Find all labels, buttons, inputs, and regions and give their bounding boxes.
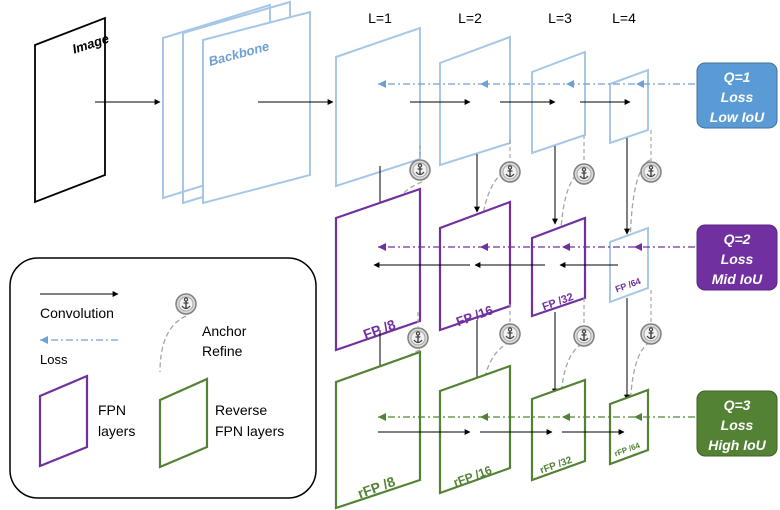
legend-loss-arrowhead (40, 336, 48, 344)
rfpn-plane-8 (334, 350, 422, 510)
q2-loss-box: Q=2 Loss Mid IoU (696, 224, 778, 291)
loss-arrowhead (378, 243, 386, 251)
anchor-refine-curve (629, 159, 651, 259)
feature-plane-l3 (531, 50, 586, 155)
loss-arrowhead (566, 80, 574, 88)
legend-anchor-curve (159, 315, 187, 373)
rfpn-planes: rFP /8 rFP /16 rFP /32 rFP /64 (334, 350, 650, 510)
anchor-icon (407, 327, 429, 349)
anchor-refine-curve (629, 341, 651, 421)
q2-label: Q=2 (724, 231, 751, 247)
q3-loss-label: Loss (721, 417, 754, 433)
loss-arrowhead (634, 243, 642, 251)
backbone-planes: Backbone (162, 0, 311, 205)
anchor-icon (640, 323, 662, 345)
q1-iou-label: Low IoU (710, 109, 765, 125)
feature-plane-l2 (439, 35, 511, 167)
loss-arrowhead (378, 413, 386, 421)
rfpn-plane-16 (438, 364, 512, 495)
loss-arrowhead (378, 80, 386, 88)
legend-anchor-icon (175, 293, 197, 315)
loss-arrowhead (480, 413, 488, 421)
legend: Convolution Loss Anchor Refine FPN layer… (9, 257, 317, 499)
q3-iou-label: High IoU (708, 437, 766, 453)
rfpn-plane-64 (608, 388, 650, 466)
q2-loss-label: Loss (721, 251, 754, 267)
legend-anchor-label-1: Anchor (202, 323, 247, 339)
anchor-refine-curve (559, 169, 583, 259)
anchor-icon (409, 159, 431, 181)
loss-arrowhead (562, 413, 570, 421)
anchor-icon (640, 161, 662, 183)
q2-iou-label: Mid IoU (712, 271, 763, 287)
q3-label: Q=3 (724, 397, 751, 413)
legend-rfpn-label-2: FPN layers (215, 423, 284, 439)
feature-plane-l1 (335, 26, 421, 188)
anchor-icon (499, 323, 521, 345)
legend-rfpn-label-1: Reverse (215, 402, 267, 418)
q3-loss-box: Q=3 Loss High IoU (696, 390, 778, 457)
feature-plane-l4 (609, 68, 649, 145)
rfpn-plane-32 (530, 378, 587, 482)
level-label-1: L=1 (368, 10, 392, 26)
loss-arrowhead (562, 243, 570, 251)
anchor-icon (499, 161, 521, 183)
q1-loss-box: Q=1 Loss Low IoU (696, 62, 778, 129)
level-label-2: L=2 (458, 10, 482, 26)
legend-convolution-label: Convolution (40, 305, 114, 321)
loss-arrowhead (634, 413, 642, 421)
level-label-3: L=3 (548, 10, 572, 26)
legend-fpn-plane (38, 374, 89, 468)
legend-rfpn-plane (158, 377, 209, 469)
q1-label: Q=1 (724, 69, 751, 85)
anchor-icon (573, 325, 595, 347)
backbone-feature-planes (335, 26, 649, 188)
q1-loss-label: Loss (721, 89, 754, 105)
fpn-plane-8 (334, 187, 422, 352)
loss-arrowhead (480, 243, 488, 251)
level-label-4: L=4 (612, 10, 636, 26)
legend-anchor-label-2: Refine (202, 343, 243, 359)
legend-loss-label: Loss (40, 352, 68, 367)
fpn-planes: FP /8 FP /16 FP /32 FP /64 (334, 187, 649, 352)
loss-arrowhead (636, 80, 644, 88)
anchor-icon (573, 163, 595, 185)
legend-fpn-label-2: layers (98, 423, 135, 439)
legend-fpn-label-1: FPN (98, 402, 126, 418)
input-image-plane: Image (34, 16, 111, 204)
fpn-plane-32 (530, 216, 587, 318)
loss-arrowhead (480, 80, 488, 88)
